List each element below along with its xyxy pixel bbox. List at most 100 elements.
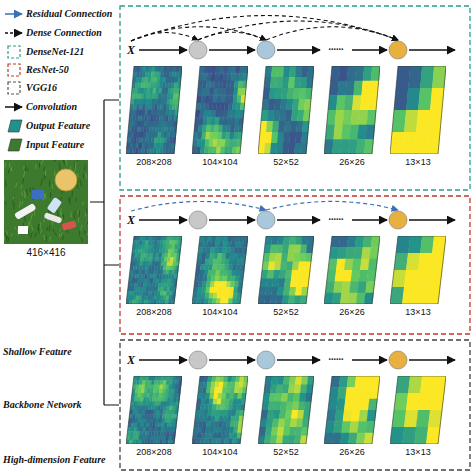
section-label: High-dimension Feature (3, 454, 106, 466)
feature-map (324, 376, 380, 444)
input-symbol: X (127, 213, 135, 227)
input-image (4, 160, 88, 244)
convolution-arrow (352, 219, 387, 221)
legend-text: Dense Connection (26, 27, 102, 39)
ellipsis: ...... (329, 351, 344, 363)
resnet-sample (8, 64, 20, 76)
size-caption: 208×208 (136, 307, 171, 318)
size-caption: 13×13 (405, 307, 430, 318)
size-caption: 416×416 (26, 247, 65, 259)
convolution-arrow (409, 219, 455, 221)
ellipsis: ...... (329, 211, 344, 223)
legend-text: ResNet-50 (26, 64, 69, 76)
feature-map (390, 66, 446, 154)
feature-map-box: 208×208 (126, 236, 182, 318)
vgg-sample (8, 82, 20, 94)
resnet-frame (120, 196, 470, 334)
convolution-arrow (139, 359, 187, 361)
ellipsis: ...... (329, 41, 344, 53)
legend-text: Residual Connection (26, 8, 112, 20)
convolution-arrow (277, 219, 320, 221)
size-caption: 52×52 (273, 447, 298, 458)
feature-map-box: 26×26 (324, 376, 380, 458)
dense-sample (5, 32, 22, 34)
size-caption: 26×26 (339, 157, 364, 168)
conv-block (189, 41, 207, 59)
size-caption: 104×104 (202, 157, 237, 168)
convolution-arrow (139, 219, 187, 221)
vgg-frame (120, 340, 470, 470)
convolution-arrow (209, 219, 255, 221)
size-caption: 208×208 (136, 157, 171, 168)
input-image-box: 416×416 (4, 160, 88, 259)
feature-map-box: 13×13 (390, 376, 446, 458)
section-label: Backbone Network (3, 399, 82, 411)
conv-block (389, 211, 407, 229)
input-symbol: X (127, 353, 135, 367)
conv-block (257, 351, 275, 369)
convolution-arrow (209, 359, 255, 361)
bracket (90, 100, 119, 405)
residual-sample (5, 13, 22, 15)
feature-map (324, 66, 380, 154)
feature-map-box: 52×52 (258, 66, 314, 168)
densenet-sample (8, 46, 20, 58)
feature-map (390, 236, 446, 304)
section-label: Shallow Feature (3, 346, 72, 358)
legend-text: DenseNet-121 (26, 46, 84, 58)
input-feature-sample (8, 139, 22, 151)
feature-map-box: 104×104 (192, 66, 248, 168)
feature-map (258, 376, 314, 444)
feature-map-box: 208×208 (126, 376, 182, 458)
feature-map-box: 52×52 (258, 376, 314, 458)
feature-map (324, 236, 380, 304)
size-caption: 26×26 (339, 307, 364, 318)
input-symbol: X (127, 43, 135, 57)
dense-connection (198, 21, 398, 40)
feature-map (192, 376, 248, 444)
legend-text: Input Feature (26, 139, 84, 151)
feature-map (390, 376, 446, 444)
feature-map (126, 376, 182, 444)
legend-text: Convolution (26, 101, 77, 113)
feature-map-box: 26×26 (324, 66, 380, 168)
size-caption: 104×104 (202, 307, 237, 318)
conv-block (257, 41, 275, 59)
legend-text: Output Feature (26, 120, 90, 132)
feature-map-box: 104×104 (192, 236, 248, 318)
residual-connection (266, 201, 398, 210)
convolution-arrow (209, 49, 255, 51)
size-caption: 208×208 (136, 447, 171, 458)
convolution-arrow (277, 49, 320, 51)
convolution-arrow (352, 359, 387, 361)
legend-text: VGG16 (26, 82, 57, 94)
dense-connection (131, 16, 398, 41)
feature-map (258, 66, 314, 154)
conv-block (189, 351, 207, 369)
feature-map-box: 208×208 (126, 66, 182, 168)
convolution-arrow (352, 49, 387, 51)
feature-map-box: 52×52 (258, 236, 314, 318)
convolution-sample (5, 106, 22, 108)
size-caption: 52×52 (273, 307, 298, 318)
feature-map (192, 236, 248, 304)
feature-map-box: 13×13 (390, 66, 446, 168)
densenet-frame (120, 6, 470, 190)
feature-map-box: 26×26 (324, 236, 380, 318)
conv-block (189, 211, 207, 229)
dense-connection (266, 27, 398, 40)
size-caption: 13×13 (405, 157, 430, 168)
convolution-arrow (139, 49, 187, 51)
output-feature-sample (8, 120, 22, 132)
convolution-arrow (409, 359, 455, 361)
size-caption: 52×52 (273, 157, 298, 168)
feature-map-box: 13×13 (390, 236, 446, 318)
convolution-arrow (409, 49, 455, 51)
feature-map-box: 104×104 (192, 376, 248, 458)
size-caption: 26×26 (339, 447, 364, 458)
conv-block (389, 41, 407, 59)
size-caption: 104×104 (202, 447, 237, 458)
size-caption: 13×13 (405, 447, 430, 458)
feature-map (258, 236, 314, 304)
